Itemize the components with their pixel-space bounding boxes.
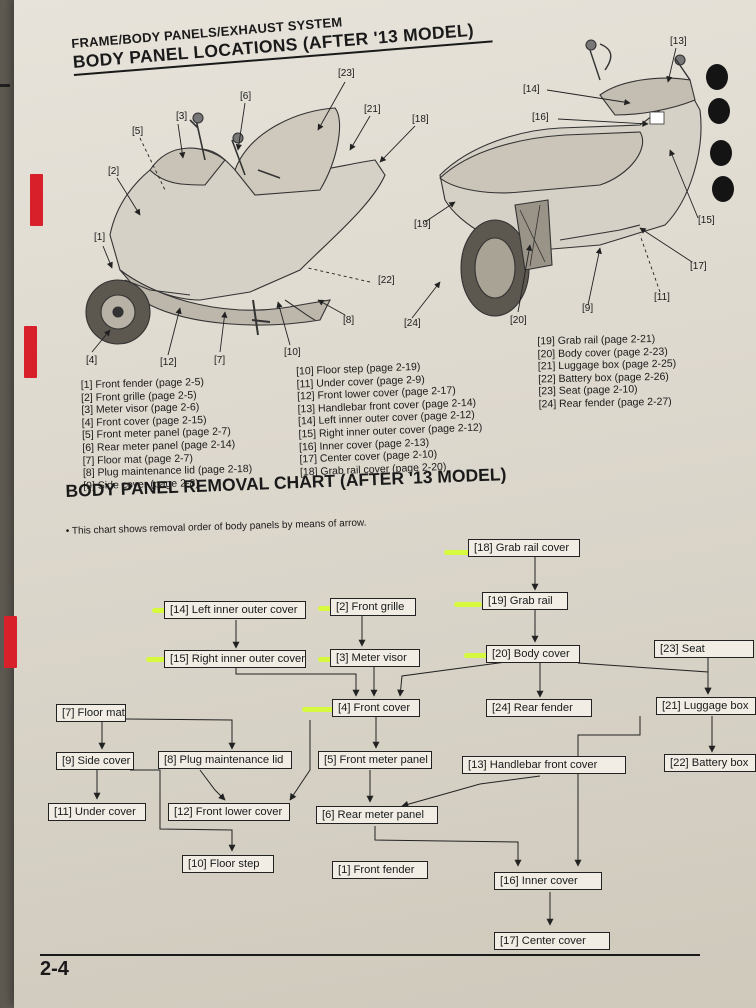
box-front-fender: [1] Front fender	[332, 861, 428, 879]
callout-17: [17]	[690, 261, 707, 272]
box-right-inner-outer-cover: [15] Right inner outer cover	[164, 650, 306, 668]
box-center-cover: [17] Center cover	[494, 932, 610, 950]
callout-12: [12]	[160, 357, 177, 368]
index-tab	[30, 174, 43, 226]
box-rear-meter-panel: [6] Rear meter panel	[316, 806, 438, 824]
callout-3: [3]	[176, 111, 188, 122]
callout-22: [22]	[378, 275, 395, 286]
callout-6: [6]	[240, 91, 252, 102]
callout-15: [15]	[698, 215, 715, 226]
page-number: 2-4	[40, 958, 69, 980]
legend-column-2: [10] Floor step (page 2-19) [11] Under c…	[296, 359, 484, 479]
highlighter-mark	[318, 657, 336, 662]
box-rear-fender: [24] Rear fender	[486, 699, 592, 717]
box-front-grille: [2] Front grille	[330, 598, 416, 616]
callout-11: [11]	[654, 292, 670, 303]
callout-4: [4]	[86, 355, 98, 366]
binder-hole	[712, 176, 734, 202]
callout-2: [2]	[108, 166, 120, 177]
callout-10: [10]	[284, 347, 301, 358]
box-grab-rail-cover: [18] Grab rail cover	[468, 539, 580, 557]
page-edge-mark	[0, 84, 10, 87]
callout-21: [21]	[364, 104, 381, 115]
chart-connectors	[93, 557, 716, 926]
callout-9: [9]	[582, 303, 594, 314]
callout-1: [1]	[94, 232, 106, 243]
box-seat: [23] Seat	[654, 640, 754, 658]
box-meter-visor: [3] Meter visor	[330, 649, 420, 667]
legend-column-3: [19] Grab rail (page 2-21) [20] Body cov…	[537, 333, 677, 411]
box-left-inner-outer-cover: [14] Left inner outer cover	[164, 601, 306, 619]
callout-19: [19]	[414, 219, 431, 230]
box-inner-cover: [16] Inner cover	[494, 872, 602, 890]
box-grab-rail: [19] Grab rail	[482, 592, 568, 610]
callout-leaders	[91, 47, 699, 356]
callout-14: [14]	[523, 84, 540, 95]
box-battery-box: [22] Battery box	[664, 754, 756, 772]
highlighter-mark	[454, 602, 482, 607]
box-front-meter-panel: [5] Front meter panel	[318, 751, 432, 769]
binder-hole	[708, 98, 730, 124]
box-floor-mat: [7] Floor mat	[56, 704, 126, 722]
highlighter-mark	[152, 608, 168, 613]
callout-16: [16]	[532, 112, 549, 123]
index-tab	[24, 326, 37, 378]
scooter-right-illustration	[439, 39, 702, 317]
highlighter-mark	[318, 606, 338, 611]
callout-24: [24]	[404, 318, 421, 329]
highlighter-mark	[146, 657, 166, 662]
box-body-cover: [20] Body cover	[486, 645, 580, 663]
box-luggage-box: [21] Luggage box	[656, 697, 756, 715]
callout-20: [20]	[510, 315, 527, 326]
box-front-lower-cover: [12] Front lower cover	[168, 803, 290, 821]
index-tab	[4, 616, 17, 668]
box-side-cover: [9] Side cover	[56, 752, 134, 770]
highlighter-mark	[444, 550, 470, 555]
box-front-cover: [4] Front cover	[332, 699, 420, 717]
binder-hole	[710, 140, 732, 166]
footer-rule	[40, 954, 700, 956]
callout-7: [7]	[214, 355, 226, 366]
binder-hole	[706, 64, 728, 90]
highlighter-mark	[464, 653, 488, 658]
callout-13: [13]	[670, 36, 687, 47]
box-handlebar-front-cover: [13] Handlebar front cover	[462, 756, 626, 774]
box-plug-maintenance-lid: [8] Plug maintenance lid	[158, 751, 292, 769]
callout-5: [5]	[132, 126, 144, 137]
box-under-cover: [11] Under cover	[48, 803, 146, 821]
callout-18: [18]	[412, 114, 429, 125]
box-floor-step: [10] Floor step	[182, 855, 274, 873]
scooter-left-illustration	[85, 107, 386, 345]
callout-23: [23]	[338, 68, 355, 79]
callout-8: [8]	[343, 315, 355, 326]
